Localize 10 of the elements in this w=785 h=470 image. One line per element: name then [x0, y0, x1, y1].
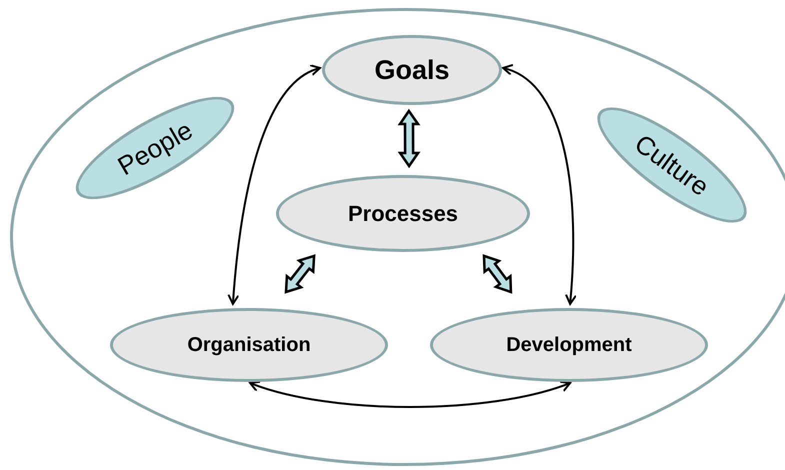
node-label: Processes	[348, 200, 458, 228]
node-label: Goals	[374, 54, 450, 87]
block-arrow	[398, 108, 420, 168]
node-label: Development	[506, 333, 632, 358]
block-arrow	[482, 254, 512, 294]
curved-arrow	[502, 65, 577, 305]
node-label: Organisation	[187, 333, 311, 358]
curved-arrow	[249, 380, 572, 408]
curved-arrow	[228, 66, 322, 305]
block-arrow	[284, 254, 316, 294]
